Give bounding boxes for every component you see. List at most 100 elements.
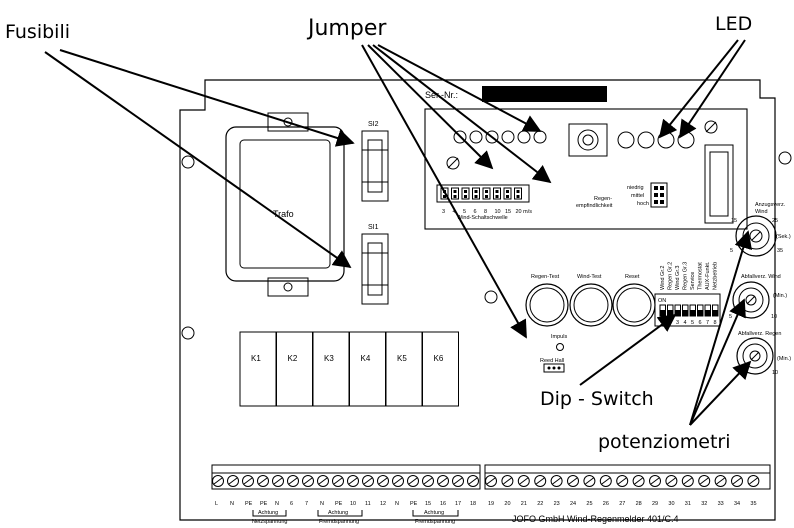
- achtung-fremdspannung-1: Achtung Fremdspannung: [317, 510, 363, 525]
- terminal-label: 17: [455, 501, 461, 507]
- achtung-2: Achtung: [328, 510, 348, 516]
- wind-threshold-number: 6: [474, 209, 477, 215]
- dip-label: Thermostat: [698, 262, 704, 290]
- pot3-title: Abfallverz. Regen: [738, 331, 781, 337]
- dip-number: 6: [699, 320, 702, 326]
- board-outline: [179, 79, 776, 521]
- pot1-scale-5: 5: [730, 248, 733, 254]
- mounting-hole: [484, 290, 498, 304]
- terminal-screw: [362, 475, 374, 487]
- wind-test-label: Wind-Test: [577, 274, 602, 280]
- transformer: Trafo: [225, 112, 345, 297]
- terminal-screw: [550, 475, 563, 487]
- relay-label: K5: [397, 354, 407, 363]
- mounting-hole: [181, 155, 195, 169]
- trafo-label: Trafo: [273, 209, 294, 219]
- terminal-label: 19: [488, 501, 494, 507]
- terminal-screw: [714, 475, 727, 487]
- terminal-label: 33: [718, 501, 724, 507]
- pot3-scale-10: 10: [772, 370, 778, 376]
- wind-jumper: [461, 187, 470, 200]
- terminal-label: 21: [521, 501, 527, 507]
- reset-label: Reset: [625, 274, 640, 280]
- arrow-jumper-1: [361, 44, 527, 339]
- impuls-selector: Impuls Reed Hall: [540, 334, 567, 373]
- terminal-label: 24: [570, 501, 576, 507]
- terminal-block-right: [484, 464, 771, 490]
- terminal-screw: [437, 475, 449, 487]
- arrow-pot-2: [689, 298, 746, 426]
- arrow-led-2: [678, 39, 746, 139]
- callout-dip-switch: Dip - Switch: [540, 388, 654, 410]
- arrow-pot-3: [689, 360, 752, 426]
- terminal-label: 6: [290, 501, 293, 507]
- relay-label: K4: [361, 354, 371, 363]
- terminal-screw: [407, 475, 419, 487]
- terminal-label: 22: [537, 501, 543, 507]
- terminal-block-left: [211, 464, 481, 490]
- terminal-label: N: [395, 501, 399, 507]
- terminal-label: N: [275, 501, 279, 507]
- pot1-unit: (Sek.): [776, 234, 791, 240]
- fuse-si1-label: SI1: [368, 224, 379, 231]
- relay-label: K3: [324, 354, 334, 363]
- dip-label: Service: [690, 272, 696, 290]
- fuse-si1: SI1: [361, 224, 389, 305]
- serial-number-bar: [482, 86, 607, 102]
- wind-jumper: [482, 187, 491, 200]
- terminal-screw: [302, 475, 314, 487]
- pot1-scale-35: 35: [777, 248, 783, 254]
- pot1-title-2: Wind: [755, 209, 768, 215]
- relay: [385, 331, 423, 407]
- terminal-label: 34: [734, 501, 740, 507]
- led-row: [453, 130, 547, 144]
- callout-potenziometri: potenziometri: [598, 431, 730, 453]
- terminal-label: PE: [335, 501, 343, 507]
- potentiometer-3: Abfallverz. Regen 10 (Min.): [736, 331, 791, 376]
- wind-threshold-number: 8: [484, 209, 487, 215]
- relay-label: K2: [288, 354, 298, 363]
- terminal-screw: [632, 475, 645, 487]
- terminal-label: N: [320, 501, 324, 507]
- terminal-screw: [485, 475, 497, 487]
- terminal-screw: [212, 475, 224, 487]
- callout-fusibili: Fusibili: [5, 21, 70, 43]
- terminal-label: 23: [554, 501, 560, 507]
- terminal-label: 10: [350, 501, 356, 507]
- arrow-jumper-4: [377, 44, 542, 132]
- dip-number: 8: [714, 320, 717, 326]
- terminal-screw: [467, 475, 479, 487]
- fuse-si2: SI2: [361, 121, 389, 202]
- terminal-screw: [452, 475, 464, 487]
- pot1-scale-25: 25: [772, 218, 778, 224]
- callout-arrows: [44, 39, 752, 426]
- wind-jumper: [503, 187, 512, 200]
- terminal-screw: [583, 475, 596, 487]
- achtung-fremdspannung-2: Achtung Fremdspannung: [412, 510, 459, 525]
- terminal-screw: [517, 475, 530, 487]
- relay: [422, 331, 459, 407]
- terminal-label: 32: [701, 501, 707, 507]
- terminal-label: 20: [504, 501, 510, 507]
- terminal-label: PE: [410, 501, 418, 507]
- terminal-screw: [731, 475, 743, 487]
- relay: [312, 331, 350, 407]
- pot2-title: Abfallverz. Wind: [741, 274, 781, 280]
- wind-threshold-number: 20 m/s: [516, 209, 533, 215]
- terminal-label: 28: [636, 501, 642, 507]
- terminal-screw: [242, 475, 254, 487]
- terminal-label: 12: [380, 501, 386, 507]
- achtung-netzspannung: Achtung Netzspannung: [252, 510, 287, 525]
- fuse-si2-label: SI2: [368, 121, 379, 128]
- arrow-pot-1: [689, 230, 752, 426]
- dip-number: 3: [676, 320, 679, 326]
- terminal-label: 15: [425, 501, 431, 507]
- terminal-screw: [347, 475, 359, 487]
- serial-number-label: Ser.-Nr.:: [425, 90, 458, 100]
- terminal-screw: [257, 475, 269, 487]
- terminal-label: 29: [652, 501, 658, 507]
